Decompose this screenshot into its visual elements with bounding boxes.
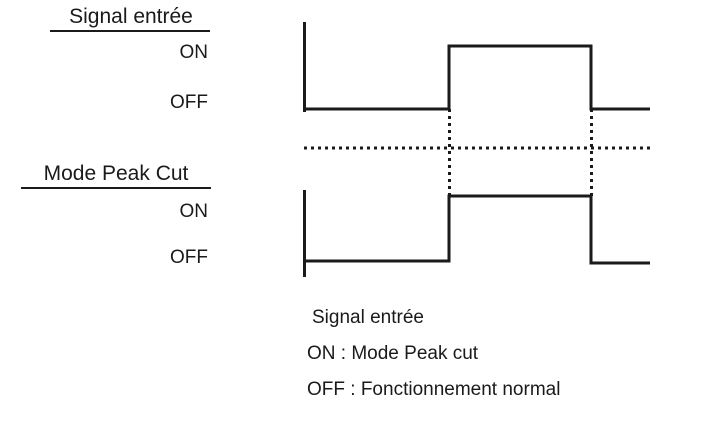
signal-entree-off-label: OFF <box>170 92 208 113</box>
legend-heading: Signal entrée <box>312 307 424 328</box>
mode-peak-cut-title: Mode Peak Cut <box>43 162 189 185</box>
legend: Signal entrée ON : Mode Peak cut OFF : F… <box>307 308 687 399</box>
signal-entree-on-label: ON <box>179 42 209 63</box>
signal-entree-title: Signal entrée <box>69 5 193 28</box>
legend-off-description: OFF : Fonctionnement normal <box>307 379 561 400</box>
legend-on-description: ON : Mode Peak cut <box>307 343 479 364</box>
signal-entree-underline <box>50 30 210 32</box>
mode-peak-cut-underline <box>21 187 211 189</box>
input-signal-waveform <box>304 44 650 111</box>
mode-peak-cut-on-label: ON <box>179 201 209 222</box>
mode-peak-cut-off-label: OFF <box>170 247 208 268</box>
peak-cut-waveform <box>304 194 650 265</box>
